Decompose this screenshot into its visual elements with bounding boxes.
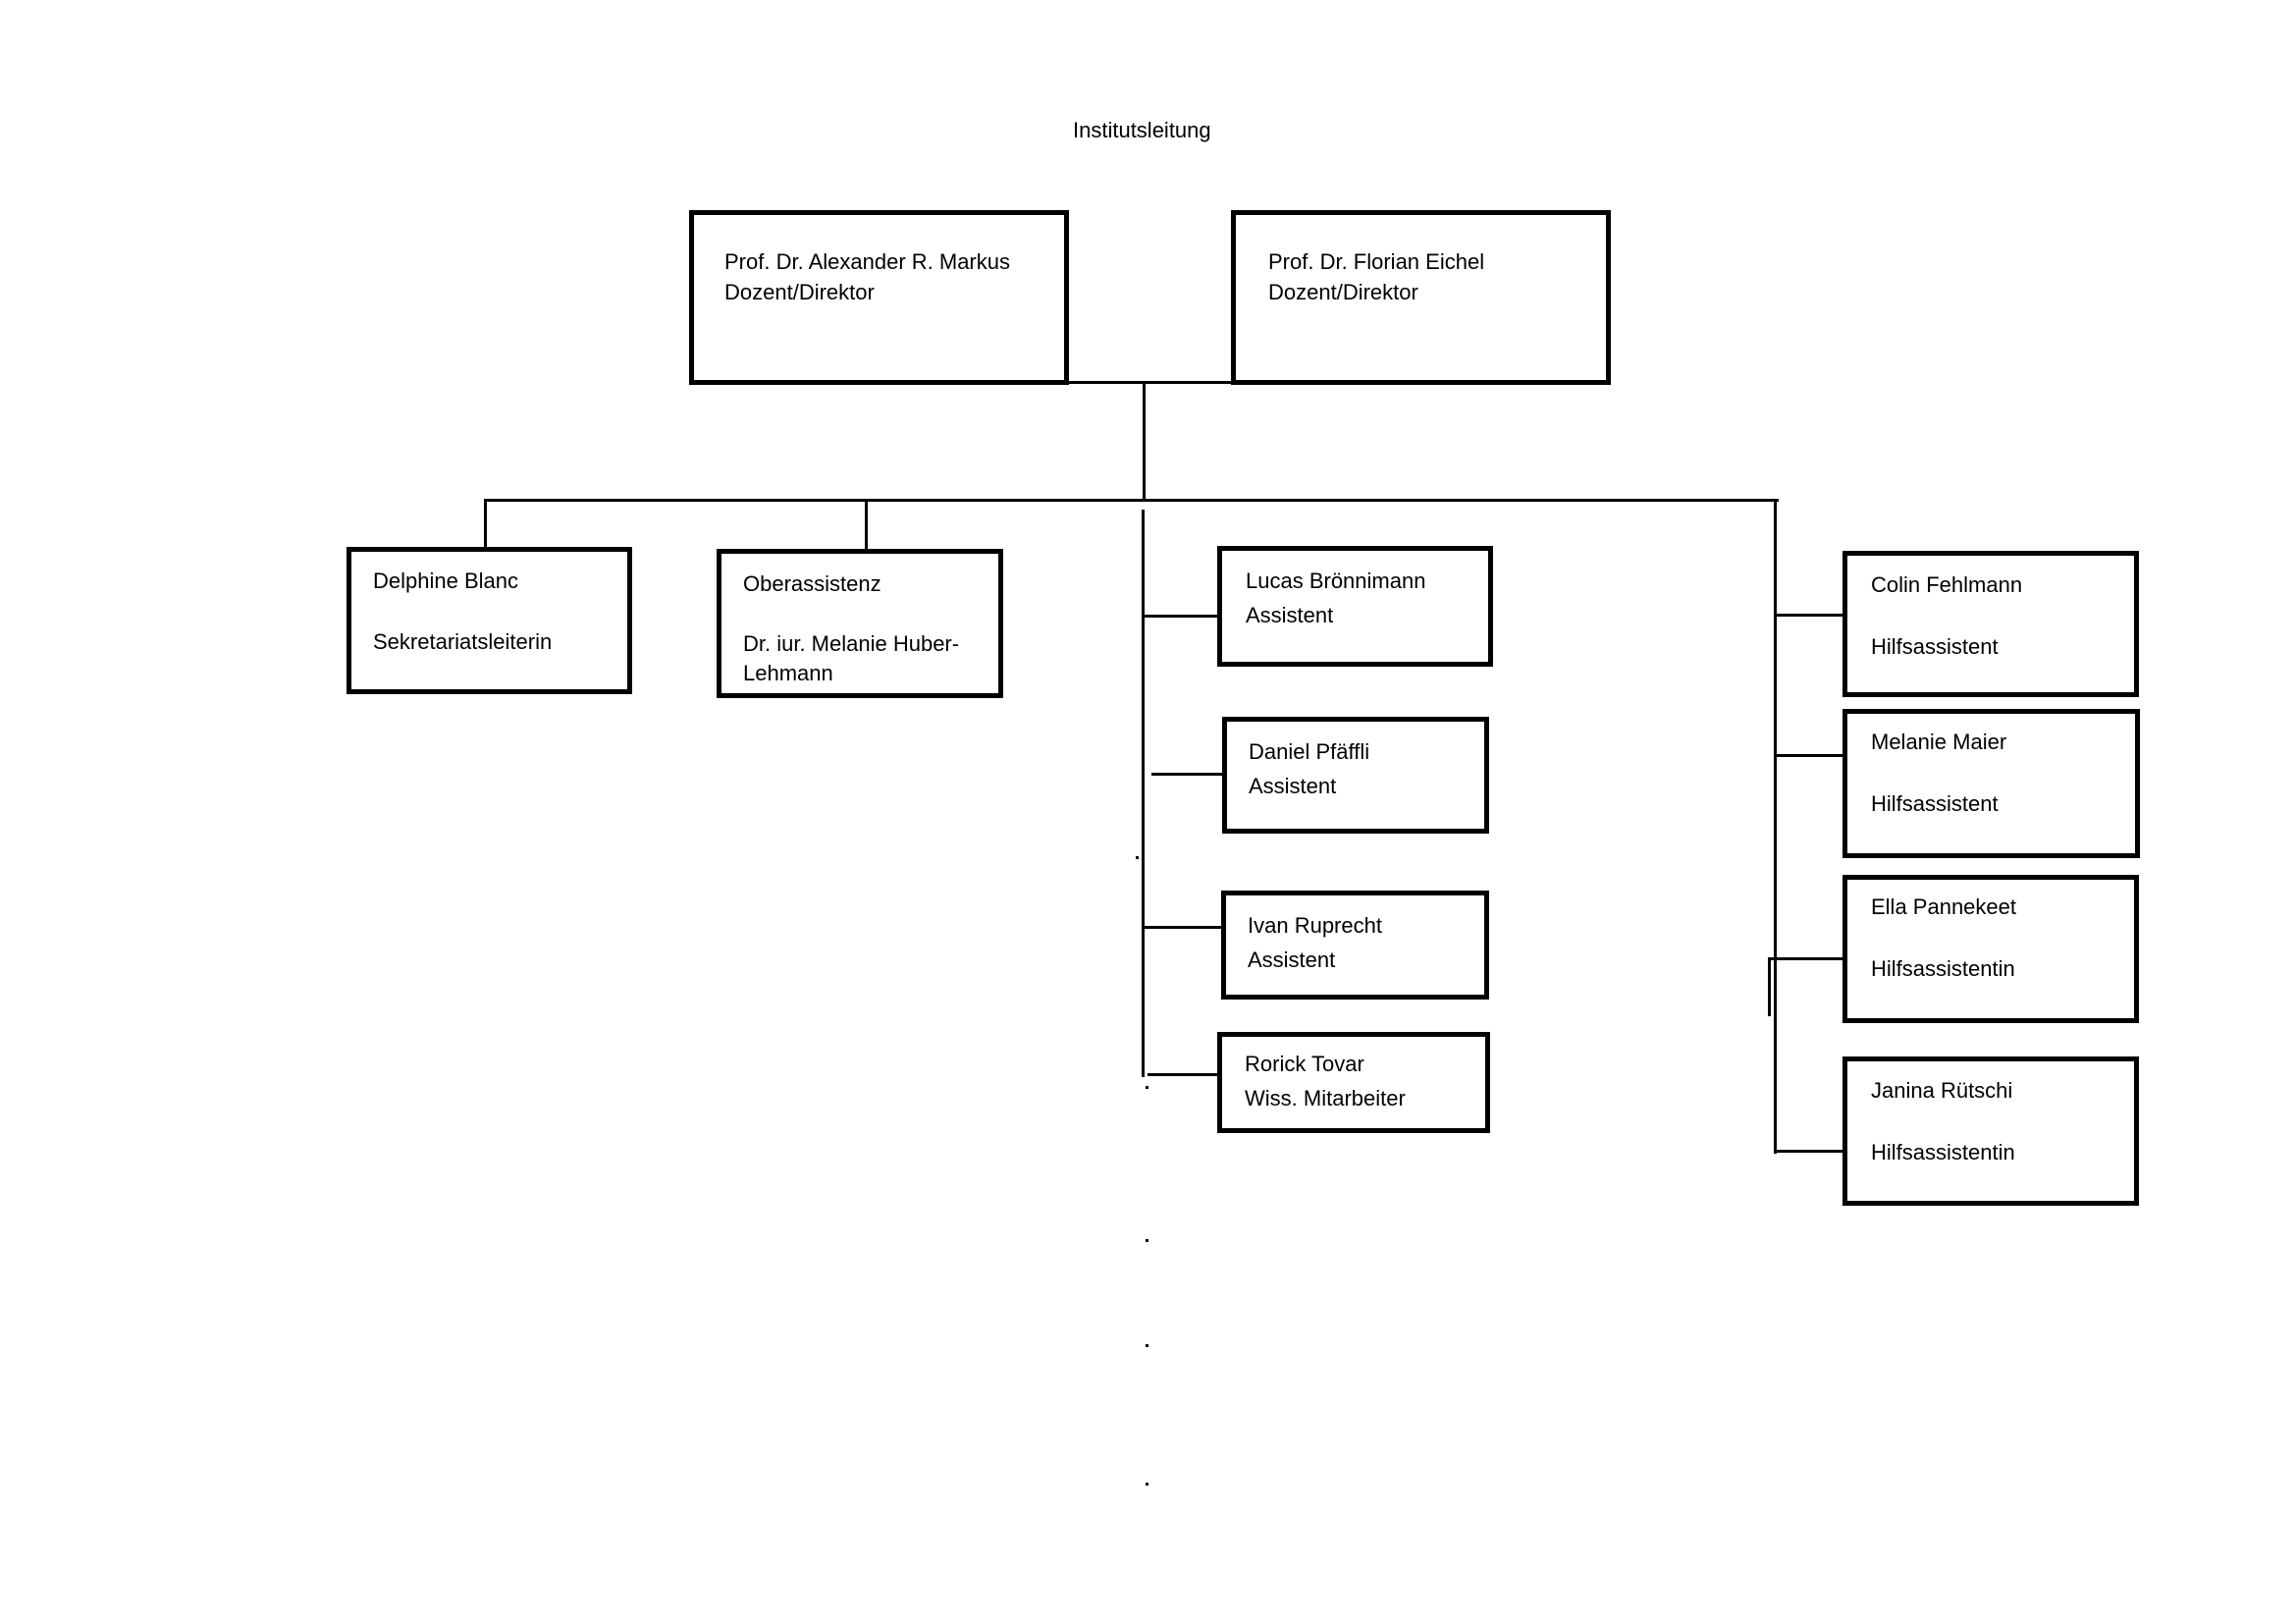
assistant-spine	[1142, 510, 1145, 1077]
student-name: Ella Pannekeet	[1871, 894, 2016, 919]
student-name: Melanie Maier	[1871, 730, 2007, 754]
student-box-pannekeet: Ella Pannekeet Hilfsassistentin	[1842, 875, 2139, 1023]
leader-box-eichel: Prof. Dr. Florian Eichel Dozent/Direktor	[1231, 210, 1611, 385]
student-box-maier: Melanie Maier Hilfsassistent	[1842, 709, 2140, 858]
assistant-branch	[1148, 1073, 1223, 1076]
assistant-branch	[1142, 615, 1221, 618]
student-box-ruetschi: Janina Rütschi Hilfsassistentin	[1842, 1056, 2139, 1206]
dot-mark	[1146, 1239, 1148, 1242]
branch-line	[484, 499, 1779, 502]
student-name: Colin Fehlmann	[1871, 572, 2023, 597]
leader-box-markus: Prof. Dr. Alexander R. Markus Dozent/Dir…	[689, 210, 1069, 385]
assistant-role: Assistent	[1249, 774, 1337, 798]
student-spine-offset	[1768, 957, 1771, 1016]
leader-connector	[1067, 381, 1234, 384]
dot-mark	[1136, 856, 1139, 859]
dot-mark	[1146, 1344, 1148, 1347]
assistant-role: Assistent	[1248, 947, 1336, 972]
assistant-role: Assistent	[1246, 603, 1334, 627]
student-branch	[1770, 957, 1843, 960]
dot-mark	[1146, 1086, 1148, 1089]
staff-role: Dr. iur. Melanie Huber-Lehmann	[743, 631, 960, 685]
staff-name: Oberassistenz	[743, 571, 881, 596]
leader-name: Prof. Dr. Florian Eichel	[1268, 249, 1485, 274]
trunk-line	[1143, 382, 1146, 502]
leader-role: Dozent/Direktor	[724, 280, 875, 304]
staff-role: Sekretariatsleiterin	[373, 629, 553, 654]
staff-box-delphine: Delphine Blanc Sekretariatsleiterin	[347, 547, 632, 694]
dot-mark	[1146, 1483, 1148, 1486]
assistant-name: Daniel Pfäffli	[1249, 739, 1370, 764]
assistant-branch	[1151, 773, 1225, 776]
student-name: Janina Rütschi	[1871, 1078, 2013, 1103]
student-box-fehlmann: Colin Fehlmann Hilfsassistent	[1842, 551, 2139, 697]
assistant-name: Lucas Brönnimann	[1246, 568, 1426, 593]
leader-role: Dozent/Direktor	[1268, 280, 1418, 304]
leader-name: Prof. Dr. Alexander R. Markus	[724, 249, 1010, 274]
student-role: Hilfsassistent	[1871, 634, 1999, 659]
student-spine	[1774, 499, 1777, 1154]
assistant-box-pfaeffli: Daniel Pfäffli Assistent	[1222, 717, 1489, 834]
student-branch	[1774, 754, 1843, 757]
staff-name: Delphine Blanc	[373, 568, 518, 593]
drop-oberassistenz	[865, 499, 868, 552]
drop-delphine	[484, 499, 487, 550]
assistant-box-tovar: Rorick Tovar Wiss. Mitarbeiter	[1217, 1032, 1490, 1133]
student-branch	[1774, 614, 1843, 617]
assistant-box-broennimann: Lucas Brönnimann Assistent	[1217, 546, 1493, 667]
dot-mark	[1142, 727, 1145, 730]
assistant-name: Rorick Tovar	[1245, 1052, 1364, 1076]
assistant-box-ruprecht: Ivan Ruprecht Assistent	[1221, 891, 1489, 1000]
student-role: Hilfsassistentin	[1871, 956, 2015, 981]
student-role: Hilfsassistent	[1871, 791, 1999, 816]
chart-title: Institutsleitung	[1073, 118, 1211, 142]
staff-box-oberassistenz: Oberassistenz Dr. iur. Melanie Huber-Leh…	[717, 549, 1003, 698]
assistant-name: Ivan Ruprecht	[1248, 913, 1382, 938]
student-branch	[1774, 1150, 1843, 1153]
assistant-role: Wiss. Mitarbeiter	[1245, 1086, 1406, 1110]
assistant-branch	[1142, 926, 1224, 929]
student-role: Hilfsassistentin	[1871, 1140, 2015, 1164]
